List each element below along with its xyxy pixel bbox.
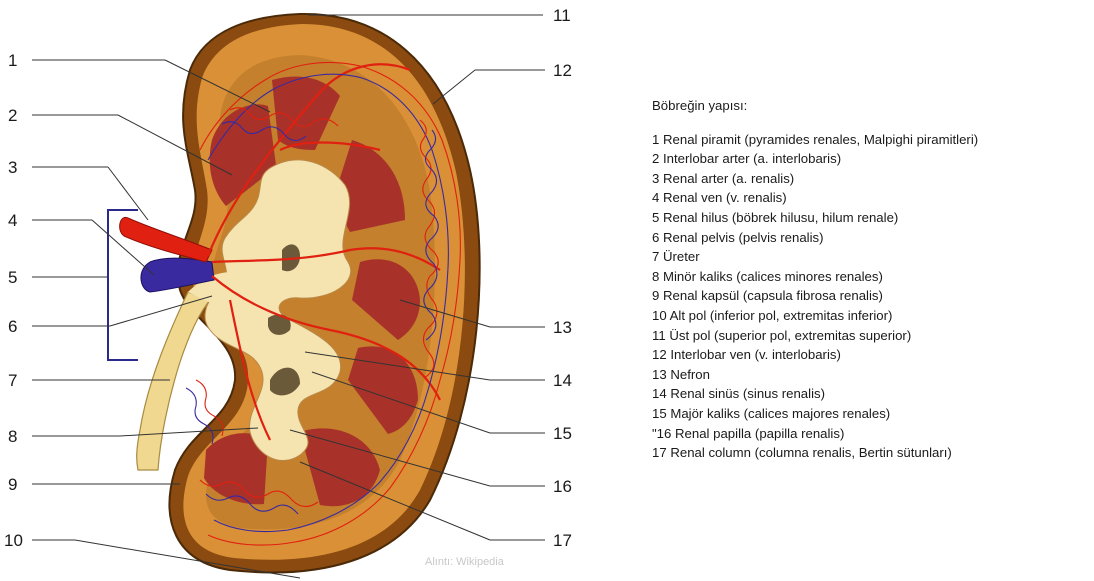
legend-item: 14 Renal sinüs (sinus renalis) [652, 384, 978, 404]
legend-item: "16 Renal papilla (papilla renalis) [652, 424, 978, 444]
callout-14: 14 [553, 371, 572, 390]
legend-item: 13 Nefron [652, 365, 978, 385]
legend: Böbreğin yapısı: 1 Renal piramit (pyrami… [652, 96, 978, 463]
legend-item: 6 Renal pelvis (pelvis renalis) [652, 228, 978, 248]
legend-item: 12 Interlobar ven (v. interlobaris) [652, 345, 978, 365]
legend-item: 10 Alt pol (inferior pol, extremitas inf… [652, 306, 978, 326]
legend-item: 1 Renal piramit (pyramides renales, Malp… [652, 130, 978, 150]
callout-1: 1 [8, 51, 17, 70]
legend-item: 17 Renal column (columna renalis, Bertin… [652, 443, 978, 463]
image-credit: Alıntı: Wikipedia [425, 556, 505, 568]
callout-10: 10 [4, 531, 23, 550]
callout-15: 15 [553, 424, 572, 443]
legend-list: 1 Renal piramit (pyramides renales, Malp… [652, 130, 978, 463]
callout-16: 16 [553, 477, 572, 496]
legend-item: 9 Renal kapsül (capsula fibrosa renalis) [652, 286, 978, 306]
callout-5: 5 [8, 268, 17, 287]
callout-7: 7 [8, 371, 17, 390]
legend-item: 4 Renal ven (v. renalis) [652, 188, 978, 208]
callout-13: 13 [553, 318, 572, 337]
legend-item: 3 Renal arter (a. renalis) [652, 169, 978, 189]
legend-item: 2 Interlobar arter (a. interlobaris) [652, 149, 978, 169]
callout-2: 2 [8, 106, 17, 125]
legend-item: 15 Majör kaliks (calices majores renales… [652, 404, 978, 424]
legend-title: Böbreğin yapısı: [652, 96, 978, 116]
callout-17: 17 [553, 531, 572, 550]
callout-11: 11 [553, 6, 571, 25]
legend-item: 7 Üreter [652, 247, 978, 267]
callout-9: 9 [8, 475, 17, 494]
callout-4: 4 [8, 211, 17, 230]
legend-item: 5 Renal hilus (böbrek hilusu, hilum rena… [652, 208, 978, 228]
callout-8: 8 [8, 427, 17, 446]
legend-item: 11 Üst pol (superior pol, extremitas sup… [652, 326, 978, 346]
kidney-diagram: 1 2 3 4 5 6 7 8 9 10 11 12 13 14 15 16 1… [0, 0, 640, 581]
callout-3: 3 [8, 158, 17, 177]
callout-12: 12 [553, 61, 572, 80]
legend-item: 8 Minör kaliks (calices minores renales) [652, 267, 978, 287]
callout-6: 6 [8, 317, 17, 336]
